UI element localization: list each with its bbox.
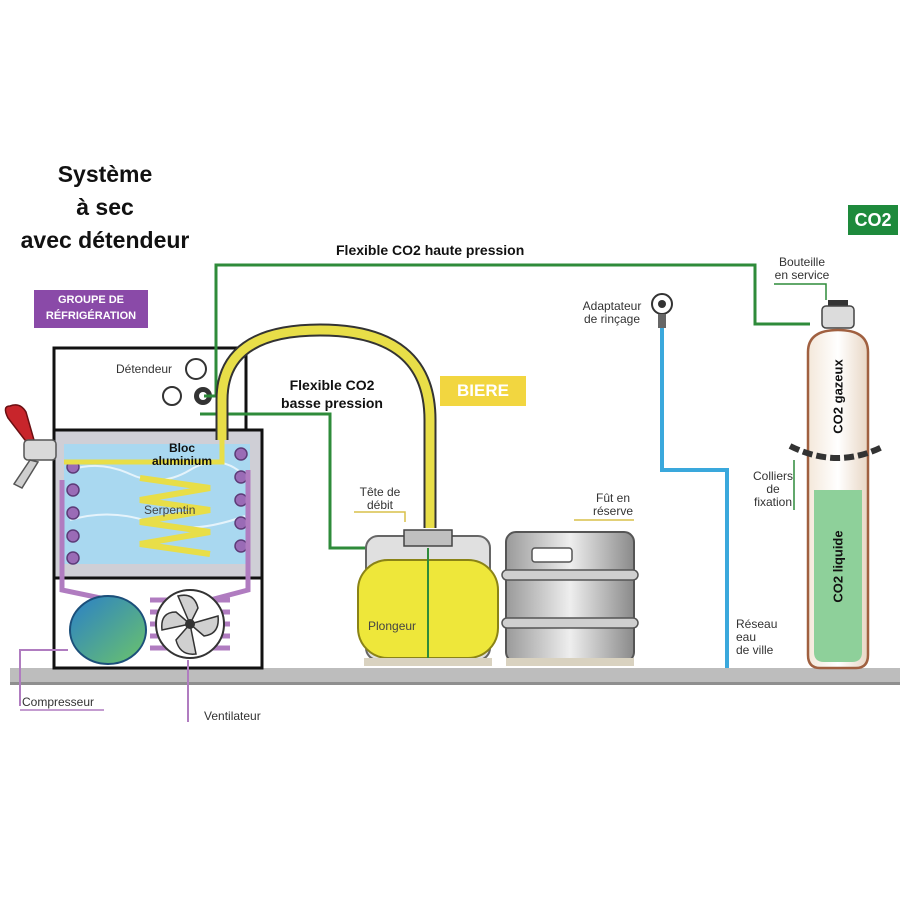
label-bloc-line1: Bloc bbox=[168, 441, 195, 455]
label-flexible-basse-line1: Flexible CO2 bbox=[289, 377, 375, 393]
label-colliers-line2: de bbox=[766, 482, 780, 496]
badge-refrigeration: GROUPE DE RÉFRIGÉRATION bbox=[34, 290, 148, 328]
label-flexible-basse-pression: Flexible CO2 basse pression bbox=[262, 376, 402, 412]
label-tete-de-debit: Tête de débit bbox=[350, 486, 410, 512]
water-line bbox=[660, 328, 729, 668]
label-compresseur: Compresseur bbox=[22, 695, 95, 709]
label-plongeur: Plongeur bbox=[368, 619, 417, 633]
label-fut-line2: réserve bbox=[592, 504, 633, 518]
label-bouteille-en-service: Bouteille en service bbox=[766, 256, 838, 282]
badge-co2: CO2 bbox=[848, 205, 898, 235]
compressor bbox=[69, 595, 147, 665]
label-tete-line2: débit bbox=[366, 498, 394, 512]
title-line-1: Système bbox=[57, 161, 153, 187]
beer-line bbox=[217, 325, 435, 528]
fixing-chain bbox=[788, 443, 886, 461]
label-colliers-line1: Colliers bbox=[752, 469, 793, 483]
keg-coupler bbox=[403, 529, 453, 547]
label-adaptateur-line2: de rinçage bbox=[583, 312, 641, 326]
label-tete-line1: Tête de bbox=[359, 485, 401, 499]
label-adaptateur-line1: Adaptateur bbox=[582, 299, 642, 313]
serpentin-coil bbox=[139, 475, 211, 557]
reserve-keg bbox=[501, 531, 639, 666]
label-bouteille-line1: Bouteille bbox=[778, 255, 826, 269]
rinse-adapter bbox=[651, 293, 673, 328]
regulator-gauges bbox=[162, 358, 212, 406]
label-fut-en-reserve: Fût en réserve bbox=[584, 492, 642, 518]
refrigerant-coils bbox=[66, 447, 248, 565]
diagram-title: Système à sec avec détendeur bbox=[0, 158, 210, 257]
label-co2-liquide: CO2 liquide bbox=[830, 530, 846, 603]
floor-edge bbox=[10, 682, 900, 685]
label-reseau-eau-de-ville: Réseau eau de ville bbox=[736, 618, 777, 657]
badge-refrigeration-line2: RÉFRIGÉRATION bbox=[45, 310, 137, 322]
label-co2-gazeux: CO2 gazeux bbox=[830, 359, 846, 434]
regulator-housing bbox=[52, 346, 248, 432]
label-detendeur: Détendeur bbox=[116, 362, 173, 376]
fan bbox=[155, 589, 225, 659]
label-adaptateur-de-rincage: Adaptateur de rinçage bbox=[572, 300, 652, 326]
label-reseau-line2: eau bbox=[736, 630, 757, 644]
title-line-3: avec détendeur bbox=[20, 227, 190, 253]
label-bloc-aluminium: Bloc aluminium bbox=[142, 442, 222, 468]
label-flexible-basse-line2: basse pression bbox=[281, 395, 383, 411]
label-fut-line1: Fût en bbox=[595, 491, 631, 505]
label-serpentin: Serpentin bbox=[144, 503, 196, 517]
label-reseau-line1: Réseau bbox=[736, 617, 778, 631]
label-ventilateur: Ventilateur bbox=[204, 709, 261, 723]
floor bbox=[10, 668, 900, 682]
co2-liquid-fill bbox=[814, 490, 862, 662]
active-keg bbox=[357, 529, 499, 666]
label-bloc-line2: aluminium bbox=[151, 454, 212, 468]
label-flexible-haute-pression: Flexible CO2 haute pression bbox=[336, 242, 525, 258]
beer-tap bbox=[4, 404, 57, 489]
label-bouteille-line2: en service bbox=[774, 268, 830, 282]
label-colliers-de-fixation: Colliers de fixation bbox=[738, 470, 808, 509]
co2-cylinder bbox=[788, 300, 886, 670]
label-reseau-line3: de ville bbox=[736, 643, 774, 657]
label-colliers-line3: fixation bbox=[753, 495, 793, 509]
badge-refrigeration-line1: GROUPE DE bbox=[57, 294, 124, 306]
badge-biere: BIERE bbox=[440, 376, 526, 406]
title-line-2: à sec bbox=[76, 194, 134, 220]
co2-high-pressure-line bbox=[204, 263, 810, 398]
